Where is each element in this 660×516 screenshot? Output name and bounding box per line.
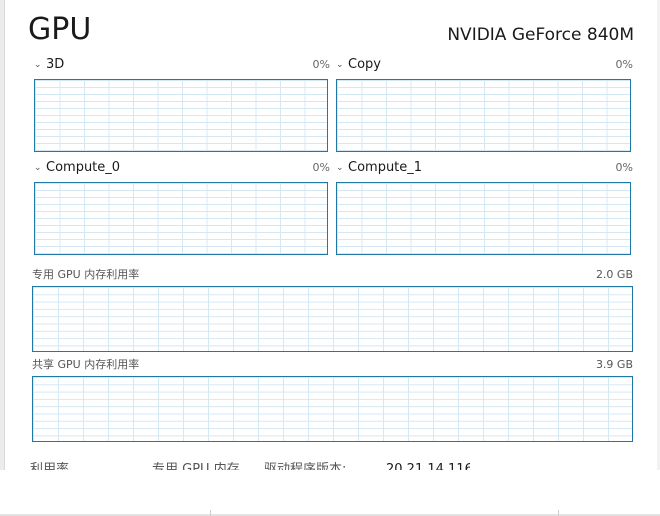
engine-percent: 0% — [312, 161, 330, 174]
right-scroll-edge — [657, 0, 660, 470]
engine-name: Compute_1 — [348, 160, 423, 175]
engine-graph-3d — [34, 79, 328, 152]
details-strip-clipped: 利用率 专用 GPU 内存 驱动程序版本: 20.21.14.1167 — [30, 462, 470, 470]
dedicated-memory-graph — [32, 286, 633, 352]
driver-version-value: 20.21.14.1167 — [386, 462, 470, 470]
shared-memory-label: 共享 GPU 内存利用率 — [32, 358, 140, 371]
chevron-down-icon[interactable]: ⌄ — [336, 163, 344, 173]
engine-percent: 0% — [615, 58, 633, 71]
chevron-down-icon[interactable]: ⌄ — [34, 60, 42, 70]
engine-percent: 0% — [615, 161, 633, 174]
utilization-label: 利用率 — [30, 462, 70, 470]
engine-graph-compute-0 — [34, 182, 328, 255]
dedicated-memory-label: 专用 GPU 内存利用率 — [32, 268, 140, 281]
dedicated-memory-max: 2.0 GB — [595, 268, 633, 281]
engine-name: 3D — [46, 57, 65, 72]
shared-memory-max: 3.9 GB — [595, 358, 633, 371]
chevron-down-icon[interactable]: ⌄ — [34, 163, 42, 173]
left-panel-edge — [0, 0, 5, 470]
engine-graph-compute-1 — [336, 182, 631, 255]
bottom-divider — [0, 514, 660, 516]
engine-name: Copy — [348, 57, 381, 72]
engine-percent: 0% — [312, 58, 330, 71]
engine-graph-copy — [336, 79, 631, 152]
engine-header-compute-1[interactable]: ⌄ Compute_1 0% — [336, 159, 633, 177]
page-title: GPU — [28, 12, 92, 47]
engine-header-copy[interactable]: ⌄ Copy 0% — [336, 56, 633, 74]
bottom-area — [0, 470, 660, 516]
engine-name: Compute_0 — [46, 160, 121, 175]
chevron-down-icon[interactable]: ⌄ — [336, 60, 344, 70]
engine-header-3d[interactable]: ⌄ 3D 0% — [34, 56, 330, 74]
dedicated-memory-stat-label: 专用 GPU 内存 — [152, 462, 240, 470]
shared-memory-graph — [32, 376, 633, 442]
shared-memory-header: 共享 GPU 内存利用率 3.9 GB — [32, 357, 633, 373]
engine-header-compute-0[interactable]: ⌄ Compute_0 0% — [34, 159, 330, 177]
dedicated-memory-header: 专用 GPU 内存利用率 2.0 GB — [32, 267, 633, 283]
driver-version-label: 驱动程序版本: — [264, 462, 347, 470]
bottom-divider-tick — [210, 510, 211, 516]
bottom-divider-tick — [558, 510, 559, 516]
gpu-device-name: NVIDIA GeForce 840M — [447, 25, 634, 45]
